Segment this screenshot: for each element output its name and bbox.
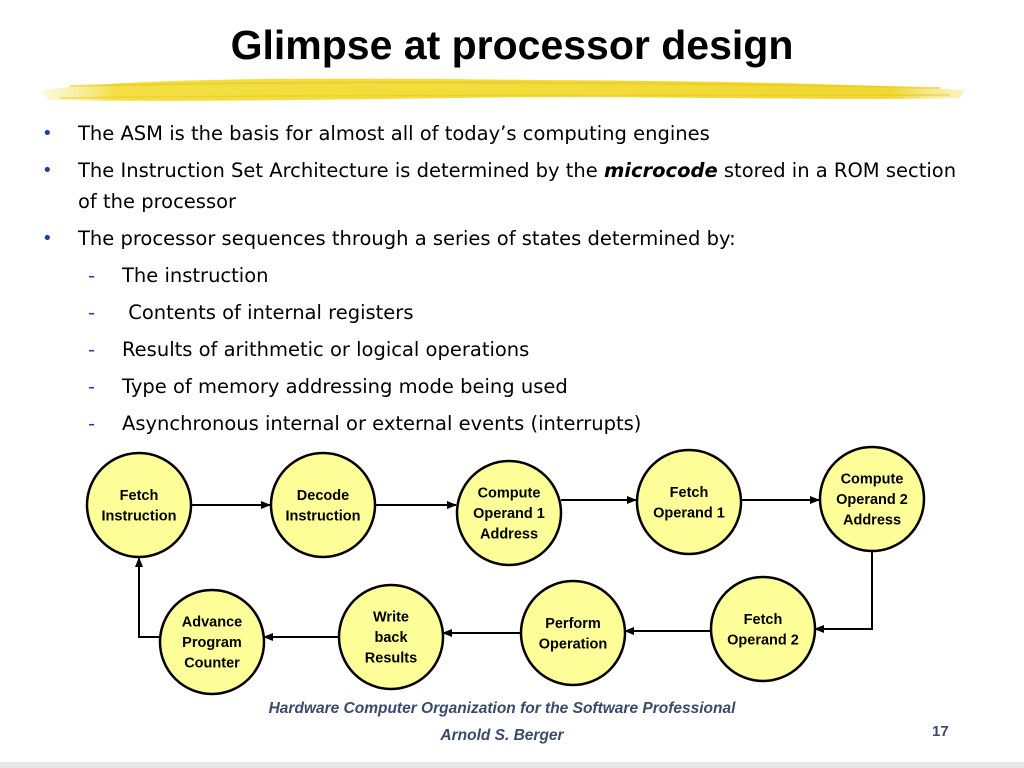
footer-author: Arnold S. Berger xyxy=(440,727,564,744)
sub-bullet-item: Type of memory addressing mode being use… xyxy=(40,371,980,402)
page-number: 17 xyxy=(932,723,949,740)
bottom-divider xyxy=(0,762,1024,768)
state-node-label: Results xyxy=(365,651,417,667)
state-node-label: Address xyxy=(480,527,538,543)
state-node-label: Program xyxy=(182,635,242,651)
state-node-label: Compute xyxy=(841,472,904,488)
sub-bullet-text: Asynchronous internal or external events… xyxy=(122,412,642,435)
state-node-label: Operand 2 xyxy=(836,492,908,508)
diagram-edges xyxy=(135,496,873,641)
sub-bullet-text: The instruction xyxy=(122,264,269,287)
bullet-list: The ASM is the basis for almost all of t… xyxy=(40,118,980,445)
state-node-label: Operand 1 xyxy=(653,505,725,521)
state-flow-diagram: FetchInstructionDecodeInstructionCompute… xyxy=(85,445,926,696)
state-node-circle xyxy=(709,575,817,683)
bullet-text: The ASM is the basis for almost all of t… xyxy=(78,122,710,145)
sub-bullet-text: Type of memory addressing mode being use… xyxy=(122,375,568,398)
state-node-label: Decode xyxy=(297,488,349,504)
state-node-circle xyxy=(455,459,563,567)
state-node-label: Advance xyxy=(182,615,242,631)
arrow-compute-operand-2-address-to-fetch-operand-2 xyxy=(814,551,873,633)
state-node-circle xyxy=(269,451,377,559)
highlighter-underline-stroke xyxy=(42,78,965,101)
state-node-label: Fetch xyxy=(670,485,709,501)
bullet-item: The ASM is the basis for almost all of t… xyxy=(40,118,980,149)
state-node-label: Instruction xyxy=(286,508,361,524)
state-node-label: Operand 2 xyxy=(727,632,799,648)
bullet-item: The Instruction Set Architecture is dete… xyxy=(40,155,980,217)
state-node-label: back xyxy=(374,630,408,646)
bullet-text: stored in a ROM section of the processor xyxy=(78,159,957,213)
state-node-label: Operation xyxy=(539,636,607,652)
state-node-circle xyxy=(337,583,445,691)
state-node-label: Fetch xyxy=(120,488,159,504)
sub-bullet-item: Results of arithmetic or logical operati… xyxy=(40,334,980,365)
arrow-advance-program-counter-to-fetch-instruction xyxy=(135,557,160,638)
state-node-circle xyxy=(635,448,743,556)
state-node-label: Perform xyxy=(545,616,601,632)
bullet-emphasis: microcode xyxy=(603,159,718,182)
bullet-item: The processor sequences through a series… xyxy=(40,223,980,254)
bullet-text: The processor sequences through a series… xyxy=(78,227,736,250)
state-node-circle xyxy=(158,588,266,696)
state-node-circle xyxy=(85,451,193,559)
state-node-circle xyxy=(519,579,627,687)
state-node-label: Counter xyxy=(184,656,240,672)
state-node-label: Write xyxy=(373,610,409,626)
sub-bullet-text: Results of arithmetic or logical operati… xyxy=(122,338,530,361)
sub-bullet-item: The instruction xyxy=(40,260,980,291)
state-node-label: Fetch xyxy=(744,612,783,628)
state-node-label: Address xyxy=(843,513,901,529)
state-node-label: Compute xyxy=(478,486,541,502)
sub-bullet-item: Asynchronous internal or external events… xyxy=(40,408,980,439)
footer-book-title: Hardware Computer Organization for the S… xyxy=(268,700,736,717)
bullet-text: The Instruction Set Architecture is dete… xyxy=(78,159,604,182)
diagram-nodes: FetchInstructionDecodeInstructionCompute… xyxy=(85,445,926,696)
state-node-circle xyxy=(818,445,926,553)
sub-bullet-item: Contents of internal registers xyxy=(40,297,980,328)
state-node-label: Operand 1 xyxy=(473,506,545,522)
slide-title: Glimpse at processor design xyxy=(230,22,794,68)
sub-bullet-text: Contents of internal registers xyxy=(122,301,414,324)
state-node-label: Instruction xyxy=(102,508,177,524)
